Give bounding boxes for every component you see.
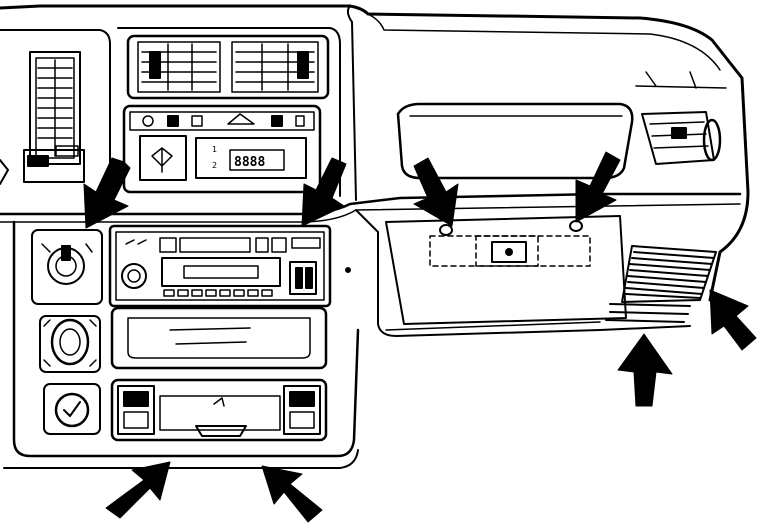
radio-cassette-unit xyxy=(108,224,351,308)
callout-arrow-2 xyxy=(301,157,347,227)
instrument-cluster xyxy=(0,51,85,185)
callout-arrow-6 xyxy=(261,465,323,523)
callout-arrows xyxy=(83,151,757,523)
display-side-mark-2: 2 xyxy=(212,161,217,170)
storage-tray xyxy=(110,306,328,370)
clock-display-panel xyxy=(122,104,322,194)
lower-switch-panel xyxy=(110,378,328,442)
callout-arrow-3 xyxy=(413,157,459,227)
glovebox-upper-recess xyxy=(396,102,634,180)
display-side-mark-1: 1 xyxy=(212,145,217,154)
callout-arrow-4 xyxy=(575,151,621,223)
callout-arrow-5 xyxy=(105,461,171,519)
callout-arrow-8 xyxy=(709,289,757,351)
heater-control-panel xyxy=(31,229,103,435)
centre-air-vents xyxy=(126,34,330,100)
callout-arrow-1 xyxy=(83,157,131,229)
glovebox-lid xyxy=(385,215,627,325)
clock-display-digits: 8888 xyxy=(234,155,265,170)
speaker-grille xyxy=(605,245,717,323)
side-air-vent xyxy=(635,71,727,165)
callout-arrow-7 xyxy=(617,333,673,407)
